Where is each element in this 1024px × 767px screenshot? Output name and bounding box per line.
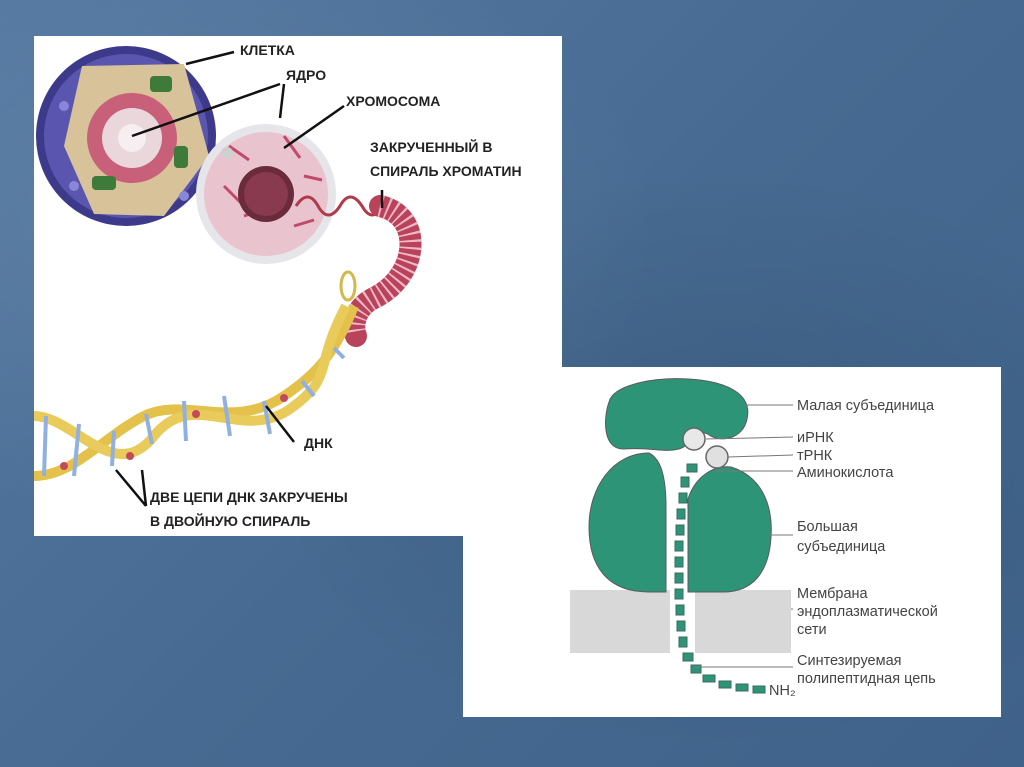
- label-nucleus: ЯДРО: [286, 67, 326, 83]
- large-subunit-right: [687, 466, 772, 593]
- chromatin-coil: [294, 195, 422, 347]
- dna-structure-panel: КЛЕТКА ЯДРО ХРОМОСОМА ЗАКРУЧЕННЫЙ В СПИР…: [34, 36, 562, 536]
- er-membrane-left: [570, 590, 670, 653]
- er-membrane-right: [695, 590, 791, 653]
- nucleus-illustration: [196, 124, 336, 264]
- label-large-subunit-line1: Большая: [797, 519, 858, 535]
- mrna-circle: [682, 427, 706, 451]
- label-dna: ДНК: [304, 435, 333, 451]
- label-polypeptide-line2: полипептидная цепь: [797, 671, 936, 687]
- label-polypeptide-line1: Синтезируемая: [797, 653, 902, 669]
- dna-structure-diagram: КЛЕТКА ЯДРО ХРОМОСОМА ЗАКРУЧЕННЫЙ В СПИР…: [34, 42, 522, 529]
- polypeptide-chain: [674, 463, 766, 694]
- label-amino-acid: Аминокислота: [797, 465, 894, 481]
- label-membrane-line1: Мембрана: [797, 586, 869, 602]
- label-double-helix-line1: ДВЕ ЦЕПИ ДНК ЗАКРУЧЕНЫ: [150, 489, 348, 505]
- label-nh2: NH₂: [769, 683, 796, 699]
- large-subunit-left: [588, 452, 667, 593]
- label-membrane-line2: эндоплазматической: [797, 604, 938, 620]
- trna-circle: [705, 445, 729, 469]
- cell-illustration: [36, 46, 216, 226]
- label-chromatin-line2: СПИРАЛЬ ХРОМАТИН: [370, 163, 522, 179]
- ribosome-panel: NH₂ Малая субъединица иРНК тРНК Аминокис…: [463, 367, 1001, 717]
- small-subunit: [605, 378, 749, 451]
- label-large-subunit-line2: субъединица: [797, 539, 886, 555]
- label-chromosome: ХРОМОСОМА: [346, 93, 440, 109]
- label-chromatin-line1: ЗАКРУЧЕННЫЙ В: [370, 138, 492, 155]
- ribosome-diagram: NH₂ Малая субъединица иРНК тРНК Аминокис…: [570, 378, 938, 699]
- label-membrane-line3: сети: [797, 622, 827, 638]
- label-small-subunit: Малая субъединица: [797, 398, 935, 414]
- label-cell: КЛЕТКА: [240, 42, 295, 58]
- label-double-helix-line2: В ДВОЙНУЮ СПИРАЛЬ: [150, 512, 310, 529]
- label-mrna: иРНК: [797, 430, 834, 446]
- label-trna: тРНК: [797, 448, 833, 464]
- dna-double-helix: [34, 303, 359, 481]
- leader-lines: [115, 50, 384, 507]
- ribosome-leader-lines: [695, 404, 794, 668]
